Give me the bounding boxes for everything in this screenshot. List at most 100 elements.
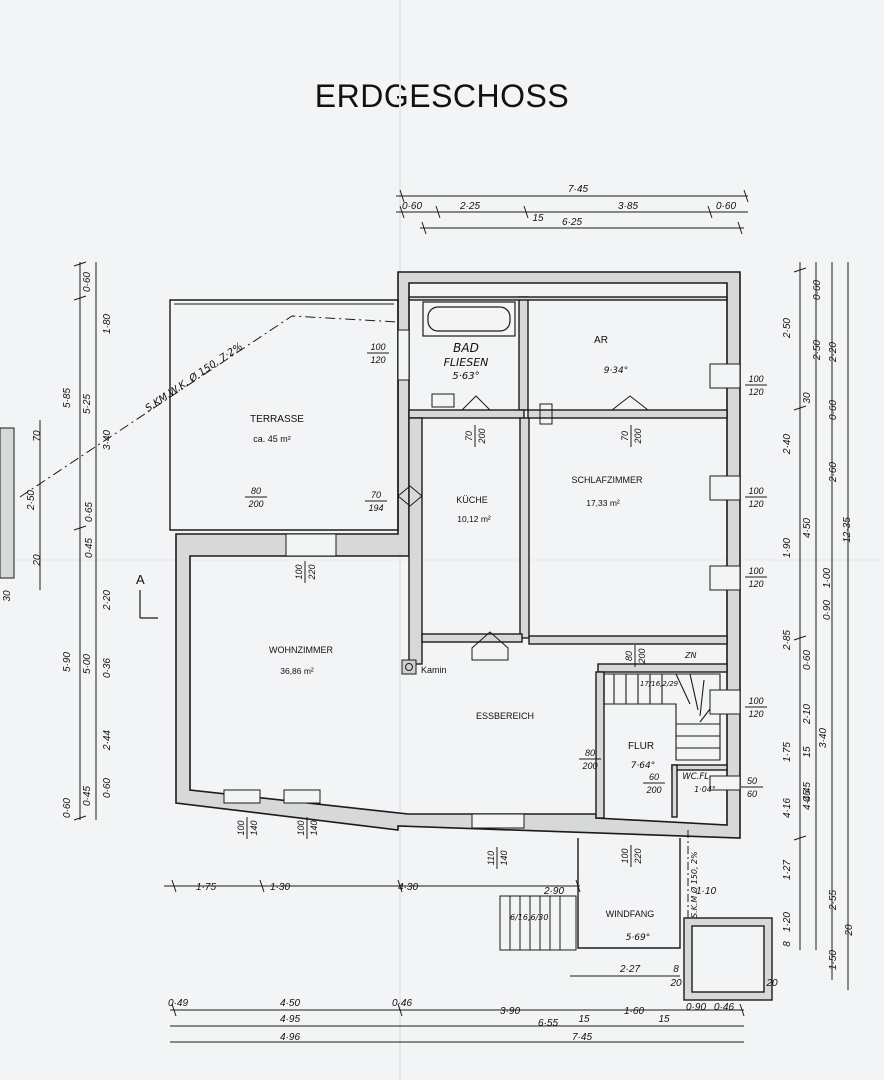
opening-height: 200 — [477, 428, 487, 444]
dim-bottom: 0·49 — [168, 998, 188, 1009]
opening-width: 100 — [748, 374, 763, 384]
room-name-windfang: WINDFANG — [606, 909, 655, 919]
dim-left: 20 — [32, 554, 43, 567]
dim-right: 2·10 — [802, 704, 813, 725]
room-name-flur: FLUR — [628, 741, 654, 752]
dim-left: 5·90 — [62, 652, 73, 672]
dim-left: 5·00 — [82, 654, 93, 674]
wall-bad-ar — [518, 296, 529, 411]
dim-bottom: 4·50 — [280, 998, 300, 1009]
kamin-symbol — [401, 659, 417, 675]
ar-fixture — [539, 403, 553, 425]
sewer-label-2: S.K.M Ø 150, 2% — [689, 851, 699, 918]
room-area-kueche: 10,12 m² — [457, 514, 491, 524]
room-name-terrasse: TERRASSE — [250, 414, 304, 425]
dim-bottom: 7·45 — [572, 1032, 592, 1043]
opening-width: 110 — [486, 851, 496, 865]
opening-height: 120 — [748, 387, 763, 397]
dim-left: 0·60 — [62, 798, 73, 818]
dim-top: 3·85 — [618, 201, 638, 212]
wall-top-inner — [408, 296, 728, 301]
opening-width: 100 — [370, 342, 385, 352]
opening-height: 120 — [748, 499, 763, 509]
dim-left: 1·80 — [102, 314, 113, 334]
opening-width: 100 — [294, 564, 304, 579]
dim-right: 2·85 — [782, 630, 793, 651]
opening-height: 200 — [645, 785, 661, 795]
dimension-lines — [39, 195, 849, 1043]
dim-lower: 2·27 — [619, 964, 640, 975]
room-area-wohnzimmer: 36,86 m² — [280, 666, 314, 676]
dim-top: 15 — [532, 213, 544, 224]
kamin-flue — [405, 663, 413, 671]
opening-width: 80 — [624, 651, 634, 661]
opening-height: 220 — [307, 564, 317, 580]
room-name-essbereich: ESSBEREICH — [476, 711, 534, 721]
dim-right: 0·60 — [802, 650, 813, 670]
opening-height: 140 — [249, 820, 259, 835]
dim-right: 2·50 — [812, 340, 823, 361]
dim-bottom: 6·55 — [538, 1018, 558, 1029]
room-area-wcfl: 1·04° — [694, 785, 716, 794]
room-area-flur: 7·64° — [631, 761, 656, 771]
dim-lower: 8 — [673, 964, 679, 975]
room-name-kueche: KÜCHE — [456, 495, 488, 505]
dim-left: 0·65 — [84, 502, 95, 522]
sewer-label: S.KM.W.K. Ø 150, 7·2% — [143, 340, 245, 414]
dim-lower: 20 — [669, 978, 682, 989]
interior-walls — [408, 296, 728, 819]
zn-label: ZN — [684, 651, 696, 660]
dim-lower: 1·10 — [696, 886, 716, 897]
sewer-line — [19, 315, 399, 498]
wall-flur-left — [595, 671, 605, 819]
opening-height: 220 — [633, 848, 643, 864]
opening-height: 200 — [247, 499, 263, 509]
dim-right: 4·16 — [782, 798, 793, 818]
opening-height: 60 — [747, 789, 757, 799]
dim-right: 4·50 — [802, 518, 813, 538]
wall-flur-top — [597, 663, 728, 673]
dim-right: 2·20 — [828, 342, 839, 363]
opening-width: 100 — [748, 566, 763, 576]
dim-right: 2·50 — [782, 318, 793, 339]
stair-entry-label: 6/16,6/30 — [510, 913, 548, 922]
wall-wc — [671, 764, 728, 771]
dim-bottom: 0·46 — [714, 1002, 734, 1013]
room-area-windfang: 5·69° — [626, 933, 651, 943]
dim-lower: 20 — [765, 978, 778, 989]
room-area-bad: 5·63° — [452, 371, 479, 382]
opening-height: 120 — [748, 579, 763, 589]
dim-right: 8 — [782, 941, 793, 947]
opening-width: 100 — [748, 486, 763, 496]
dim-right: 12·35 — [842, 517, 853, 543]
opening-width: 80 — [585, 748, 595, 758]
dim-left: 3·40 — [102, 430, 113, 450]
opening-height: 200 — [633, 428, 643, 444]
dim-left: 0·45 — [82, 786, 93, 806]
dim-right: 30 — [802, 392, 813, 404]
room-name-wcfl: WC.FL. — [682, 772, 711, 782]
dim-right: 1·27 — [782, 860, 793, 880]
opening-width: 100 — [296, 820, 306, 835]
room-name-schlafzimmer: SCHLAFZIMMER — [571, 475, 643, 485]
room-name-ar: AR — [594, 335, 608, 346]
dim-left: 0·60 — [82, 272, 93, 292]
neighbour-stub — [0, 427, 15, 579]
room-name-bad: BAD — [453, 341, 479, 355]
entry-stair — [499, 895, 577, 951]
dim-top: 0·60 — [716, 201, 736, 212]
dim-right: 0·45 — [802, 782, 813, 802]
opening-height: 200 — [637, 648, 647, 664]
opening-width: 100 — [748, 696, 763, 706]
